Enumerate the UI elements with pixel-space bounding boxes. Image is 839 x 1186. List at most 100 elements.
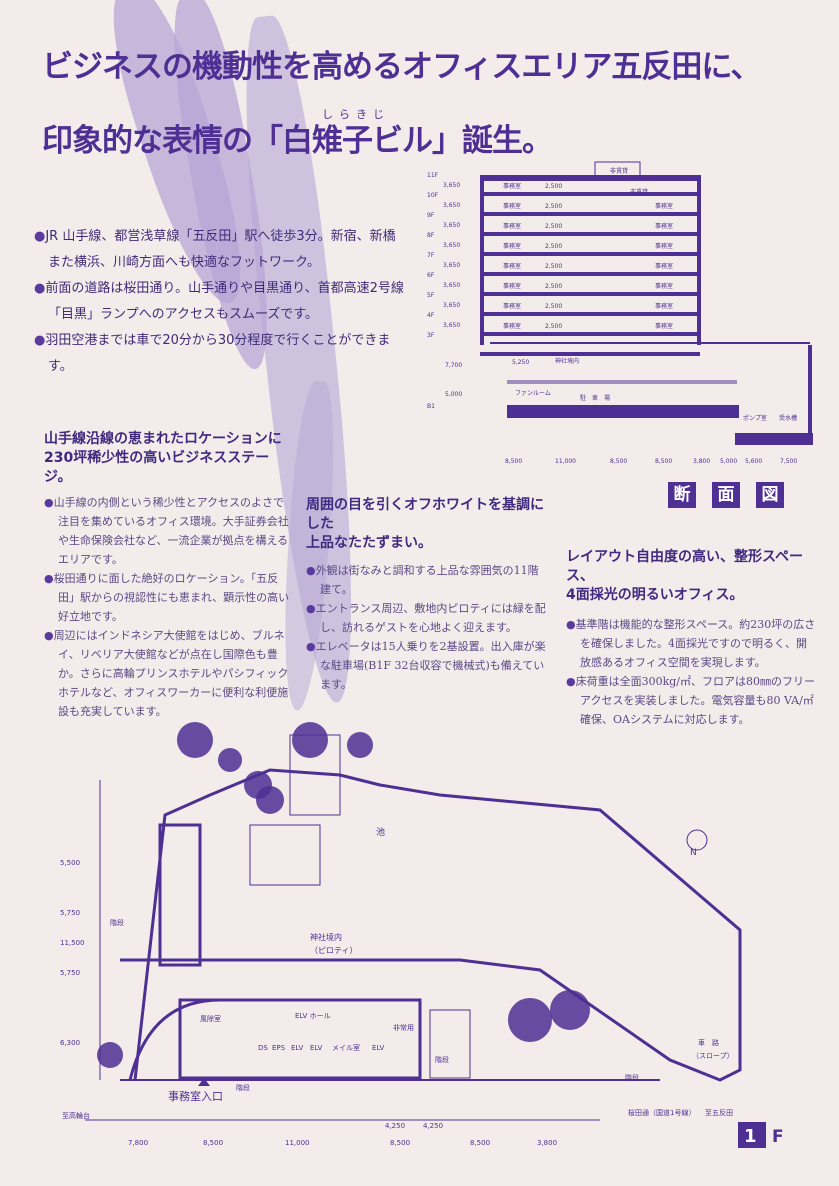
- span-dimension: 5,600: [745, 458, 762, 465]
- floor-label-suffix: F: [772, 1127, 784, 1147]
- floor-slab: [480, 212, 700, 216]
- slope-label: （スロープ）: [692, 1052, 734, 1060]
- dimension-label: 8,500: [203, 1139, 223, 1147]
- north-label: N: [690, 848, 697, 858]
- floor-label: B1: [427, 403, 435, 410]
- floor-slab: [480, 352, 700, 356]
- tank-foundation: [735, 433, 813, 445]
- floor-label: 11F: [427, 172, 439, 179]
- stairs-label: 階段: [435, 1055, 449, 1064]
- office-label: 事務室: [655, 242, 673, 250]
- floor-height-label: 3,650: [443, 222, 460, 229]
- dimension-label: 8,500: [470, 1139, 490, 1147]
- floor-height-label: 3,650: [443, 322, 460, 329]
- ceiling-height-label: 2,500: [545, 263, 562, 270]
- tree-icon: [292, 722, 328, 758]
- tree-icon: [347, 732, 373, 758]
- layout-title: レイアウト自由度の高い、整形スペース、4面採光の明るいオフィス。: [566, 549, 804, 603]
- exterior-bullet: ●外観は街なみと調和する上品な雰囲気の11階建て。: [306, 564, 539, 596]
- stairs-label: 階段: [236, 1083, 250, 1092]
- dimension-label: 11,500: [60, 939, 85, 947]
- height-label: 5,250: [512, 359, 529, 366]
- office-label: 事務室: [655, 302, 673, 310]
- wall: [480, 175, 484, 345]
- office-label: 事務室: [503, 242, 521, 250]
- elevator-label: ELV: [310, 1044, 323, 1052]
- span-dimension: 8,500: [610, 458, 627, 465]
- emergency-label: 非常用: [393, 1023, 414, 1032]
- stairs-label: 階段: [625, 1073, 639, 1082]
- floor-plan-1f: N 階段 神社境内 （ピロティ） 池 風除室 ELV ホール DS EPS EL…: [60, 722, 784, 1148]
- north-arrow-icon: [686, 829, 708, 851]
- floor-label: 9F: [427, 212, 435, 219]
- section-diagram: 11F 3,650 事務室 2,500 10F 3,650 事務室 2,500 事務室 9F 3,6…: [427, 161, 813, 465]
- location-bullet: ●山手線の内側という稀少性とアクセスのよさで注目を集めているオフィス環境。大手証…: [44, 496, 289, 566]
- location-bullet: ●周辺にはインドネシア大使館をはじめ、ブルネイ、リベリア大使館などが点在し国際色…: [44, 629, 289, 718]
- office-label: 事務室: [503, 322, 521, 330]
- ceiling-height-label: 2,500: [545, 303, 562, 310]
- dimension-label: 8,500: [390, 1139, 410, 1147]
- ceiling-height-label: 2,500: [545, 243, 562, 250]
- office-label: 事務室: [503, 202, 521, 210]
- height-label: 7,700: [445, 362, 462, 369]
- floor-height-label: 3,650: [443, 282, 460, 289]
- office-label: 事務室: [655, 282, 673, 290]
- stairs-label: 階段: [110, 918, 124, 927]
- access-bullets: ●JR 山手線、都営浅草線「五反田」駅へ徒歩3分。新宿、新橋また横浜、川崎方面へ…: [34, 224, 406, 380]
- floor-label: 3F: [427, 332, 435, 339]
- wall: [808, 345, 812, 435]
- ds-label: DS: [258, 1044, 268, 1052]
- non-leased-label: 非賃貸: [610, 167, 628, 175]
- title-char: 図: [756, 482, 784, 508]
- mail-room-label: メイル室: [332, 1043, 360, 1052]
- pump-room-label: ポンプ室: [743, 414, 767, 422]
- tree-icon: [550, 990, 590, 1030]
- layout-bullet: ●床荷重は全面300kg/㎡、フロアは80㎜のフリーアクセスを実装しました。電気…: [566, 675, 816, 726]
- floor-label: 4F: [427, 312, 435, 319]
- floor-label: 1: [744, 1126, 757, 1147]
- tree-icon: [256, 786, 284, 814]
- dimension-label: 5,500: [60, 859, 80, 867]
- dimension-label: 3,800: [537, 1139, 557, 1147]
- shrine-label: 神社境内: [555, 357, 579, 365]
- dimension-label: 4,250: [423, 1122, 443, 1130]
- office-entrance-label: 事務室入口: [168, 1089, 223, 1103]
- floor-label: 5F: [427, 292, 435, 299]
- tree-icon: [508, 998, 552, 1042]
- office-label: 事務室: [655, 262, 673, 270]
- office-label: 事務室: [655, 322, 673, 330]
- rooftop-room: [594, 161, 641, 177]
- headline-line-1: ビジネスの機動性を高めるオフィスエリア五反田に、: [42, 49, 761, 85]
- office-label: 事務室: [503, 182, 521, 190]
- floor-height-label: 3,650: [443, 302, 460, 309]
- floor-label: 10F: [427, 192, 439, 199]
- title-char: 断: [668, 482, 696, 508]
- shrine-label: 神社境内: [310, 932, 342, 942]
- floor-slab: [480, 272, 700, 276]
- floor-height-label: 3,650: [443, 242, 460, 249]
- piloti-label: （ピロティ）: [310, 946, 358, 955]
- non-leased-label: 非賃貸: [630, 188, 648, 196]
- span-dimension: 8,500: [505, 458, 522, 465]
- road-label: 桜田通（国道1号線）: [628, 1108, 695, 1117]
- eps-label: EPS: [272, 1044, 286, 1052]
- floor-height-label: 3,650: [443, 182, 460, 189]
- height-label: 5,000: [445, 391, 462, 398]
- exterior-bullet: ●エントランス周辺、敷地内ピロティには緑を配し、訪れるゲストを心地よく迎えます。: [306, 602, 546, 634]
- plan-walls: [85, 734, 660, 1121]
- span-dimension: 3,800: [693, 458, 710, 465]
- office-label: 事務室: [655, 202, 673, 210]
- pond-label: 池: [376, 826, 385, 838]
- floor-badge: [738, 1122, 766, 1148]
- fan-room-label: ファンルーム: [515, 390, 551, 397]
- floor-slab: [480, 192, 700, 196]
- office-label: 事務室: [503, 282, 521, 290]
- floor-height-label: 3,650: [443, 202, 460, 209]
- ceiling-height-label: 2,500: [545, 323, 562, 330]
- ceiling-height-label: 2,500: [545, 183, 562, 190]
- location-bullet: ●桜田通りに面した絶好のロケーション。「五反田」駅からの視認性にも恵まれ、顕示性…: [44, 572, 290, 623]
- elevator-hall-label: ELV ホール: [295, 1012, 331, 1020]
